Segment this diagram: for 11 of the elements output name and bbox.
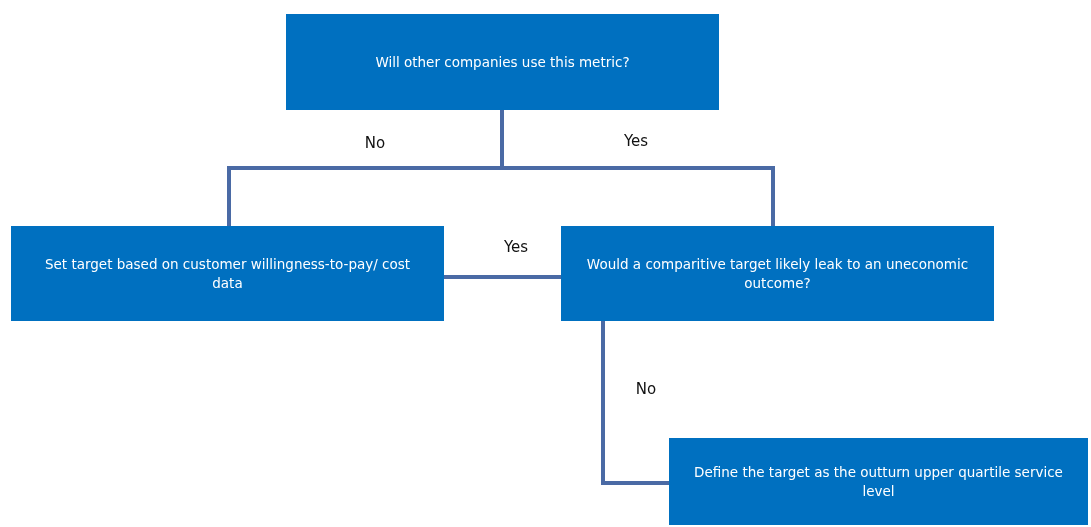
box-text: Will other companies use this metric? [375, 52, 630, 72]
process-box [11, 226, 444, 321]
connector-line [500, 110, 775, 226]
box-text: Set target based on customer willingness-to-pay/ cost data [43, 255, 412, 292]
connector-line [444, 275, 561, 279]
process-box [669, 438, 1088, 525]
process-box [286, 14, 719, 110]
connector-line [601, 321, 669, 485]
box-text: Define the target as the outturn upper quartile service level [693, 463, 1064, 500]
box-text: Would a comparitive target likely leak to an uneconomic outcome? [585, 255, 970, 292]
process-box [561, 226, 994, 321]
